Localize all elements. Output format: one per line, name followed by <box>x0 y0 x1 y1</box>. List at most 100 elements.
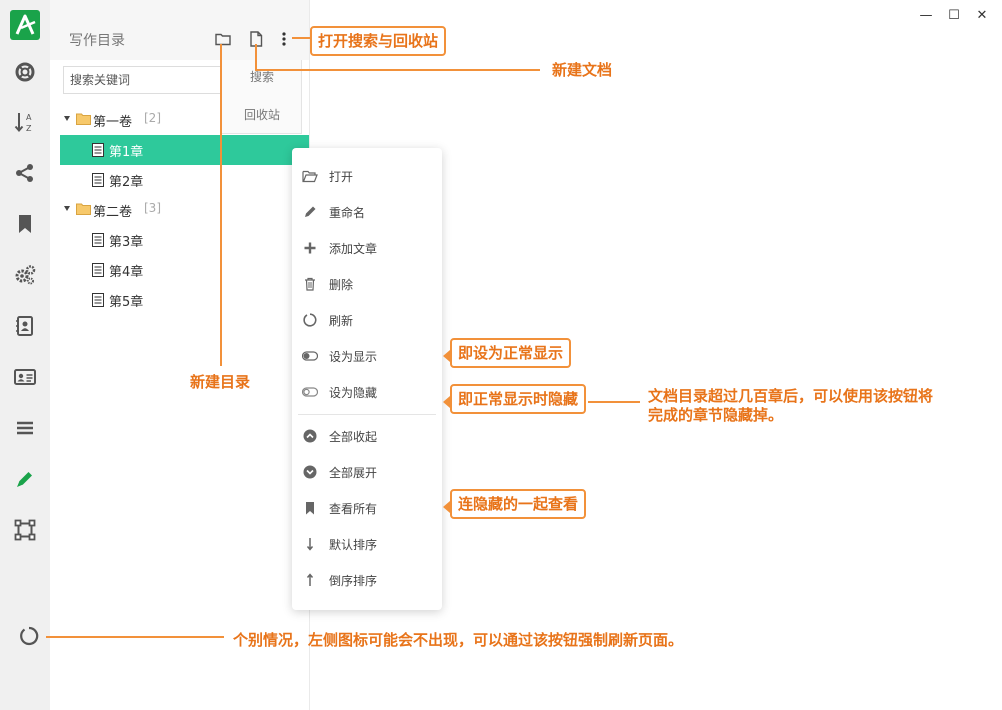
pencil-icon[interactable] <box>13 467 37 491</box>
chapter-label: 第2章 <box>109 175 144 190</box>
tree-chapter-3[interactable]: 第3章 <box>60 225 310 255</box>
annotation-connector <box>255 44 257 70</box>
annotation-set-visible: 即设为正常显示 <box>450 338 572 368</box>
menu-divider <box>298 414 436 415</box>
volume-count: [2] <box>144 111 161 125</box>
volume-count: [3] <box>144 201 161 215</box>
maximize-button[interactable]: ☐ <box>948 8 960 23</box>
menu-item-view-all[interactable]: 查看所有 <box>292 490 442 526</box>
vertical-dots-icon <box>282 32 286 46</box>
search-input[interactable] <box>63 66 221 94</box>
tree-chapter-5[interactable]: 第5章 <box>60 285 310 315</box>
expand-caret-icon[interactable] <box>64 116 70 121</box>
id-card-icon[interactable] <box>13 365 37 389</box>
menu-item-set-hidden[interactable]: 设为隐藏 <box>292 374 442 410</box>
folder-icon <box>76 203 91 215</box>
minimize-button[interactable]: — <box>919 8 933 23</box>
annotation-new-document: 新建文档 <box>552 61 613 79</box>
panel-title: 写作目录 <box>69 33 125 49</box>
volume-label: 第一卷 <box>93 115 133 130</box>
tree-chapter-2[interactable]: 第2章 <box>60 165 310 195</box>
document-icon <box>250 31 263 47</box>
menu-item-add-article[interactable]: 添加文章 <box>292 230 442 266</box>
annotation-hide-note-line1: 文档目录超过几百章后，可以使用该按钮将 <box>648 387 934 405</box>
frame-select-icon[interactable] <box>13 518 37 542</box>
annotation-pointer <box>443 396 450 408</box>
menu-item-label: 设为显示 <box>329 350 378 364</box>
menu-item-label: 刷新 <box>329 314 354 328</box>
menu-item-label: 删除 <box>329 278 354 292</box>
new-document-button[interactable] <box>247 30 265 48</box>
annotation-connector <box>46 636 224 638</box>
toggle-on-icon <box>302 348 318 364</box>
expand-caret-icon[interactable] <box>64 206 70 211</box>
search-recycle-popup: 搜索 回收站 <box>220 60 302 134</box>
menu-list-icon[interactable] <box>13 416 37 440</box>
tree-chapter-1[interactable]: 第1章 <box>60 135 310 165</box>
new-folder-button[interactable] <box>214 30 232 48</box>
menu-item-label: 添加文章 <box>329 242 378 256</box>
document-icon <box>92 263 104 277</box>
menu-item-label: 倒序排序 <box>329 574 378 588</box>
annotation-connector <box>220 44 222 366</box>
menu-item-refresh[interactable]: 刷新 <box>292 302 442 338</box>
lifebuoy-icon[interactable] <box>13 60 37 84</box>
more-options-button[interactable] <box>275 30 293 48</box>
gears-icon[interactable] <box>13 263 37 287</box>
trash-icon <box>302 276 318 292</box>
annotation-new-directory: 新建目录 <box>190 373 251 391</box>
menu-item-delete[interactable]: 删除 <box>292 266 442 302</box>
folder-open-icon <box>302 168 318 184</box>
chapter-label: 第3章 <box>109 235 144 250</box>
menu-item-rename[interactable]: 重命名 <box>292 194 442 230</box>
annotation-search-recycle: 打开搜索与回收站 <box>310 26 447 56</box>
menu-item-expand-all[interactable]: 全部展开 <box>292 454 442 490</box>
arrow-down-icon <box>302 536 318 552</box>
document-icon <box>92 143 104 157</box>
folder-icon <box>215 33 231 46</box>
panel-header <box>50 0 310 60</box>
folder-icon <box>76 113 91 125</box>
tree-volume-1[interactable]: 第一卷 [2] <box>60 105 310 135</box>
svg-text:Z: Z <box>26 124 32 133</box>
document-icon <box>92 233 104 247</box>
menu-item-label: 全部收起 <box>329 430 378 444</box>
svg-text:A: A <box>26 113 32 122</box>
annotation-refresh-note: 个别情况，左侧图标可能会不出现，可以通过该按钮强制刷新页面。 <box>233 631 684 649</box>
menu-item-label: 查看所有 <box>329 502 378 516</box>
menu-item-set-visible[interactable]: 设为显示 <box>292 338 442 374</box>
menu-item-default-sort[interactable]: 默认排序 <box>292 526 442 562</box>
annotation-connector <box>292 37 310 39</box>
tree-volume-2[interactable]: 第二卷 [3] <box>60 195 310 225</box>
chapter-label: 第4章 <box>109 265 144 280</box>
annotation-hide-note-line2: 完成的章节隐藏掉。 <box>648 406 784 424</box>
icon-rail <box>0 0 50 710</box>
recycle-bin-menu-item[interactable]: 回收站 <box>243 108 280 122</box>
chapter-label: 第1章 <box>109 145 144 160</box>
menu-item-reverse-sort[interactable]: 倒序排序 <box>292 562 442 598</box>
toggle-off-icon <box>302 384 318 400</box>
annotation-pointer <box>443 350 450 362</box>
plus-icon <box>302 240 318 256</box>
contacts-book-icon[interactable] <box>13 314 37 338</box>
bookmark-icon[interactable] <box>13 212 37 236</box>
annotation-connector <box>255 69 540 71</box>
pencil-icon <box>302 204 318 220</box>
menu-item-collapse-all[interactable]: 全部收起 <box>292 418 442 454</box>
refresh-icon <box>302 312 318 328</box>
tree-chapter-4[interactable]: 第4章 <box>60 255 310 285</box>
chevron-up-circle-icon <box>302 428 318 444</box>
menu-item-label: 重命名 <box>329 206 366 220</box>
arrow-up-icon <box>302 572 318 588</box>
context-menu: 打开 重命名 添加文章 删除 刷新 设为显示 设为隐藏 全部收起 全部展开 查看… <box>292 148 442 610</box>
chevron-down-circle-icon <box>302 464 318 480</box>
document-icon <box>92 173 104 187</box>
refresh-icon[interactable] <box>17 624 41 648</box>
search-menu-item[interactable]: 搜索 <box>249 70 274 84</box>
annotation-connector <box>588 401 640 403</box>
close-button[interactable]: ✕ <box>976 8 988 23</box>
share-icon[interactable] <box>13 161 37 185</box>
menu-item-open[interactable]: 打开 <box>292 158 442 194</box>
annotation-pointer <box>443 501 450 513</box>
